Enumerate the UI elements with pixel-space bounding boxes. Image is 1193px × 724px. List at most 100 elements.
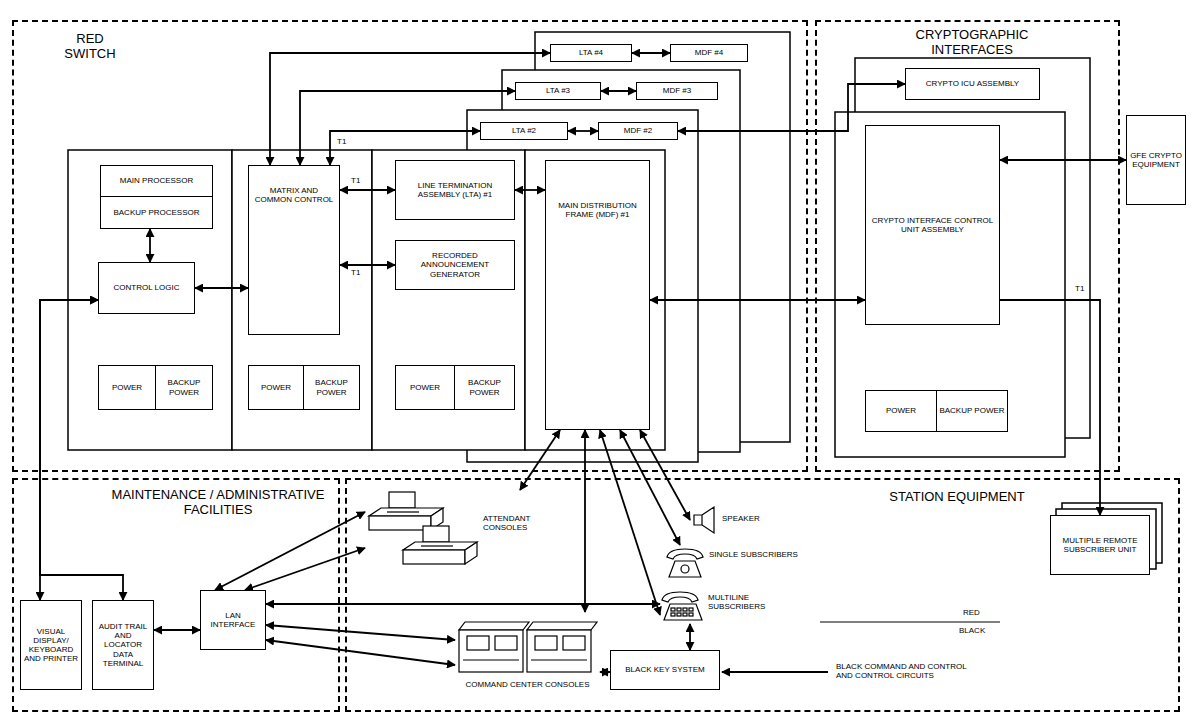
signal-arrow (689, 624, 691, 650)
signal-arrow (270, 53, 550, 165)
equipment-box: MDF #2 (598, 122, 678, 140)
signal-label: BLACK COMMAND AND CONTROL AND CONTROL CI… (835, 662, 982, 680)
equipment-box: MDF #4 (670, 44, 748, 62)
device-drawing (662, 592, 702, 620)
signal-arrow (1000, 300, 1100, 515)
equipment-box: BLACK KEY SYSTEM (610, 650, 720, 690)
signal-arrow (340, 189, 395, 191)
device-drawing (694, 507, 714, 533)
equipment-box: POWER (865, 390, 937, 432)
box-label: RECORDED ANNOUNCEMENT GENERATOR (398, 251, 512, 279)
signal-label: T1 (350, 176, 361, 185)
box-label: COMMAND CENTER CONSOLES (455, 680, 600, 689)
region-title: CRYPTOGRAPHIC INTERFACES (897, 28, 1047, 58)
crypto-control-cabinet (835, 112, 1065, 457)
signal-arrow (266, 625, 455, 640)
signal-arrow (1000, 159, 1126, 161)
equipment-box: LTA #3 (515, 82, 601, 100)
equipment-box: LAN INTERFACE (200, 590, 266, 650)
equipment-box: POWER (395, 365, 455, 410)
region-title: RED SWITCH (58, 32, 122, 62)
signal-arrow (601, 90, 636, 92)
region-boundary: STATION EQUIPMENTATTENDANT CONSOLESSPEAK… (345, 478, 1180, 712)
station-device: SINGLE SUBSCRIBERS (665, 545, 815, 581)
region-title: MAINTENANCE / ADMINISTRATIVE FACILITIES (102, 488, 334, 518)
box-label: ATTENDANT CONSOLES (483, 514, 555, 532)
box-label: MULTILINE SUBSCRIBERS (708, 593, 808, 611)
signal-label: BLACK (958, 626, 986, 635)
box-label: POWER (886, 406, 916, 415)
equipment-box: GFE CRYPTO EQUIPMENT (1126, 115, 1186, 205)
signal-label: T1 (1074, 284, 1085, 293)
device-drawing (369, 492, 477, 564)
equipment-box: VISUAL DISPLAY/ KEYBOARD AND PRINTER (20, 600, 82, 690)
box-label: MAIN PROCESSOR (120, 176, 193, 185)
box-label: BACKUP POWER (158, 378, 210, 396)
box-label: CRYPTO INTERFACE CONTROL UNIT ASSEMBLY (868, 216, 997, 234)
signal-arrow (154, 629, 200, 631)
signal-arrow (568, 130, 598, 132)
box-label: SPEAKER (722, 514, 808, 523)
box-label: BACKUP PROCESSOR (113, 208, 199, 217)
equipment-box: POWER (98, 365, 156, 410)
equipment-box: BACKUP POWER (454, 365, 515, 410)
equipment-box: MULTIPLE REMOTE SUBSCRIBER UNIT (1050, 515, 1150, 575)
signal-arrow (266, 603, 660, 605)
box-label: BLACK KEY SYSTEM (625, 665, 704, 674)
box-label: POWER (112, 383, 142, 392)
signal-arrow (40, 300, 123, 600)
region-boundary: CRYPTOGRAPHIC INTERFACES CRYPTO ICU ASSEM… (815, 20, 1120, 472)
box-label: LTA #4 (579, 48, 603, 57)
station-device: COMMAND CENTER CONSOLES (455, 612, 600, 704)
matrix-cabinet (232, 150, 372, 450)
equipment-box: BACKUP POWER (936, 390, 1008, 432)
box-label: BACKUP POWER (939, 406, 1004, 415)
station-device: ATTENDANT CONSOLES (365, 490, 555, 570)
signal-label: RED (962, 608, 981, 617)
box-label: CRYPTO ICU ASSEMBLY (926, 79, 1019, 88)
device-drawing (667, 549, 703, 577)
equipment-box: POWER (248, 365, 304, 410)
signal-label: T1 (336, 137, 347, 146)
signal-arrow (640, 430, 690, 520)
region-boundary: MAINTENANCE / ADMINISTRATIVE FACILITIES V… (12, 478, 340, 712)
signal-arrow (650, 299, 865, 301)
device-icon (455, 612, 600, 704)
station-device: MULTILINE SUBSCRIBERS (660, 588, 810, 624)
equipment-box: CONTROL LOGIC (98, 262, 195, 314)
signal-arrow (340, 264, 395, 266)
device-drawing (459, 622, 597, 672)
mdf-cabinet (525, 150, 665, 450)
box-label: BACKUP POWER (306, 378, 357, 396)
signal-arrow (40, 300, 98, 600)
equipment-box: LTA #4 (550, 44, 632, 62)
equipment-box: BACKUP PROCESSOR (100, 196, 213, 229)
equipment-box: BACKUP POWER (155, 365, 213, 410)
box-label: LINE TERMINATION ASSEMBLY (LTA) #1 (398, 181, 512, 199)
signal-arrow (245, 548, 365, 590)
signal-arrow (600, 430, 660, 615)
box-label: MAIN DISTRIBUTION FRAME (MDF) #1 (548, 201, 647, 219)
box-label: AUDIT TRAIL AND LOCATOR DATA TERMINAL (95, 622, 151, 668)
box-label: MATRIX AND COMMON CONTROL (251, 186, 337, 204)
region-boundary: RED SWITCH MAIN PROCESSOR BACKUP PROCESSOR… (12, 20, 808, 472)
station-device: SPEAKER (690, 505, 810, 535)
box-label: LTA #2 (512, 126, 536, 135)
signal-arrow (584, 430, 586, 612)
box-label: LAN INTERFACE (203, 611, 263, 629)
equipment-box: MAIN PROCESSOR (100, 165, 213, 197)
equipment-box: RECORDED ANNOUNCEMENT GENERATOR (395, 240, 515, 290)
signal-label: T1 (350, 268, 361, 277)
box-label: CONTROL LOGIC (114, 283, 180, 292)
equipment-box: AUDIT TRAIL AND LOCATOR DATA TERMINAL (92, 600, 154, 690)
black-circuit-arrow (722, 671, 828, 673)
box-label: POWER (410, 383, 440, 392)
box-label: MULTIPLE REMOTE SUBSCRIBER UNIT (1053, 536, 1147, 554)
line-cabinet (372, 150, 525, 450)
red-black-boundary (820, 621, 1000, 622)
signal-arrow (520, 430, 560, 490)
signal-arrow (600, 671, 610, 673)
equipment-box: MATRIX AND COMMON CONTROL (248, 165, 340, 335)
equipment-box: BACKUP POWER (303, 365, 360, 410)
